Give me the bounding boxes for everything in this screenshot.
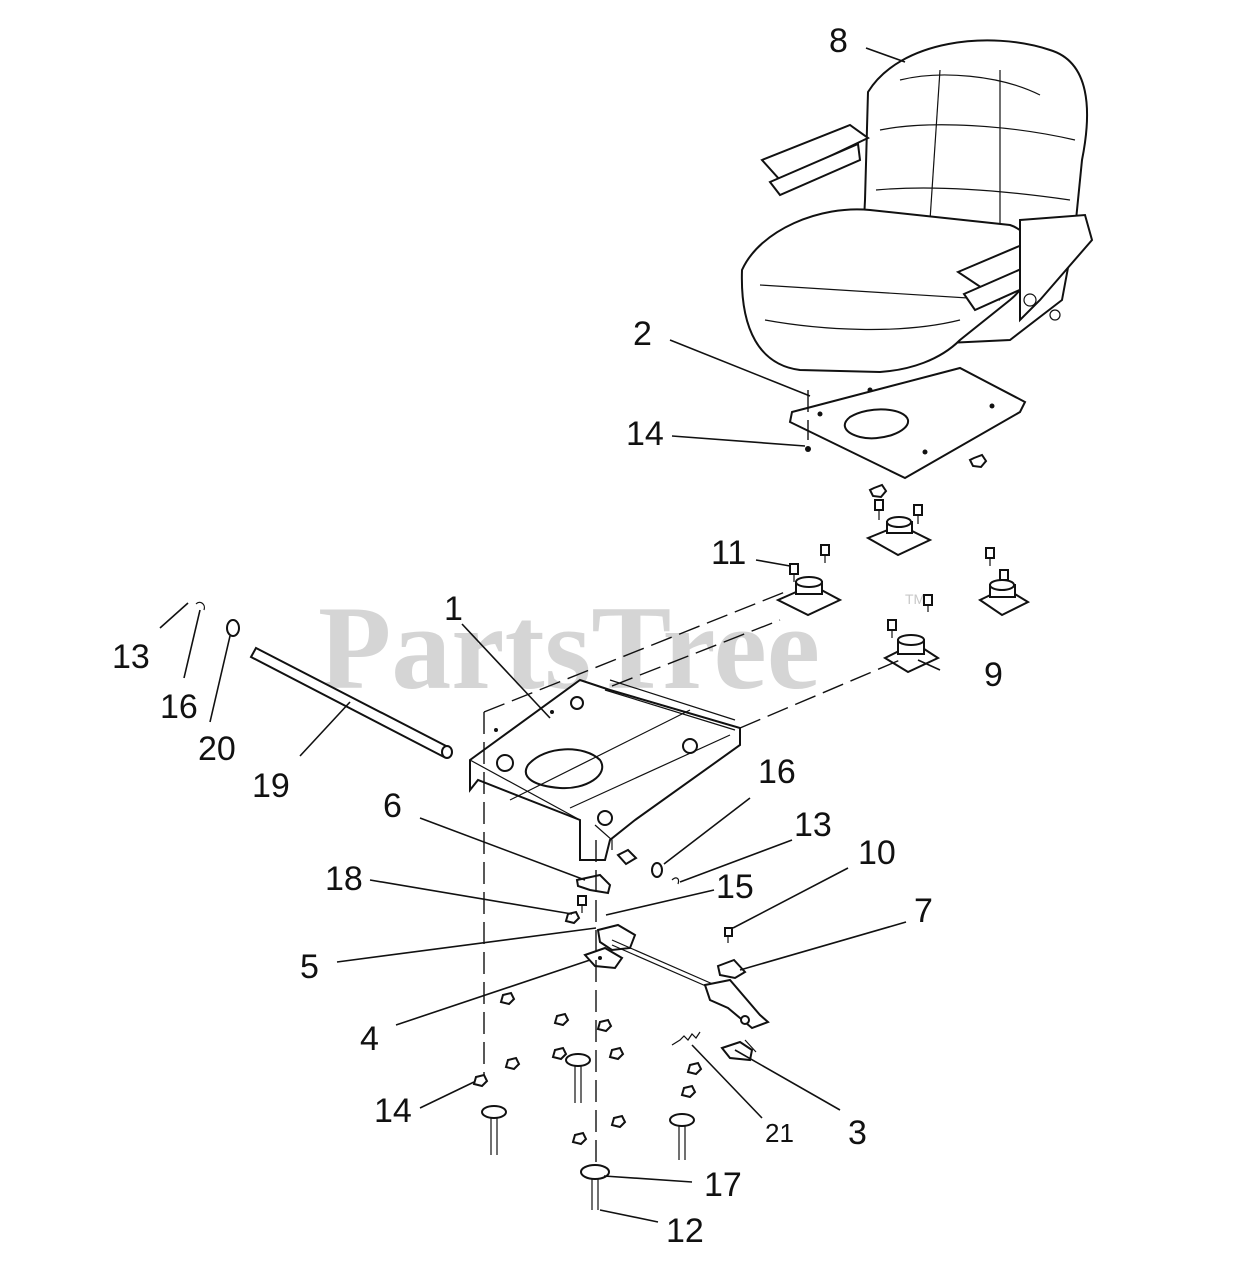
bracket-part[interactable] xyxy=(575,873,612,895)
spring-part[interactable] xyxy=(671,1031,701,1046)
callout-20: 20 xyxy=(198,730,236,768)
latch-part[interactable] xyxy=(720,1039,757,1062)
callout-17: 17 xyxy=(704,1166,742,1204)
seat-mounting-plate-part[interactable] xyxy=(788,366,1027,480)
callout-1: 1 xyxy=(444,590,463,628)
nut-14-top xyxy=(805,446,811,452)
callout-13-left: 13 xyxy=(112,638,150,676)
isolator-mount-part[interactable] xyxy=(775,516,1031,674)
callout-13-right: 13 xyxy=(794,806,832,844)
bolt-18 xyxy=(564,895,587,925)
callout-7: 7 xyxy=(914,892,933,930)
bracket-7-part[interactable] xyxy=(716,958,747,980)
seat-pan-frame-part[interactable] xyxy=(469,678,741,861)
callout-2: 2 xyxy=(633,315,652,353)
callout-8: 8 xyxy=(829,22,848,60)
callout-14-top: 14 xyxy=(626,415,664,453)
seat-part[interactable] xyxy=(740,39,1094,374)
bushing-hardware xyxy=(616,848,680,885)
callout-5: 5 xyxy=(300,948,319,986)
callout-3: 3 xyxy=(848,1114,867,1152)
callout-21: 21 xyxy=(765,1118,794,1148)
callout-19: 19 xyxy=(252,767,290,805)
callout-15: 15 xyxy=(716,868,754,906)
callout-6: 6 xyxy=(383,787,402,825)
callout-18: 18 xyxy=(325,860,363,898)
watermark-tm: TM xyxy=(905,591,925,607)
assembly-center-lines xyxy=(483,390,901,1170)
linkage-assembly-part[interactable] xyxy=(583,923,770,1030)
callout-4: 4 xyxy=(360,1020,379,1058)
callout-12: 12 xyxy=(666,1212,704,1250)
callout-11: 11 xyxy=(711,534,746,572)
callout-9: 9 xyxy=(984,656,1003,694)
callout-10: 10 xyxy=(858,834,896,872)
mount-bolt-washer-part[interactable] xyxy=(481,1053,695,1210)
callout-16-left: 16 xyxy=(160,688,198,726)
lower-nuts xyxy=(472,991,703,1146)
bolt-10 xyxy=(724,927,733,943)
leader-lines xyxy=(159,47,941,1223)
small-hardware-left xyxy=(195,601,240,637)
callout-16-right: 16 xyxy=(758,753,796,791)
callout-14-bottom: 14 xyxy=(374,1092,412,1130)
